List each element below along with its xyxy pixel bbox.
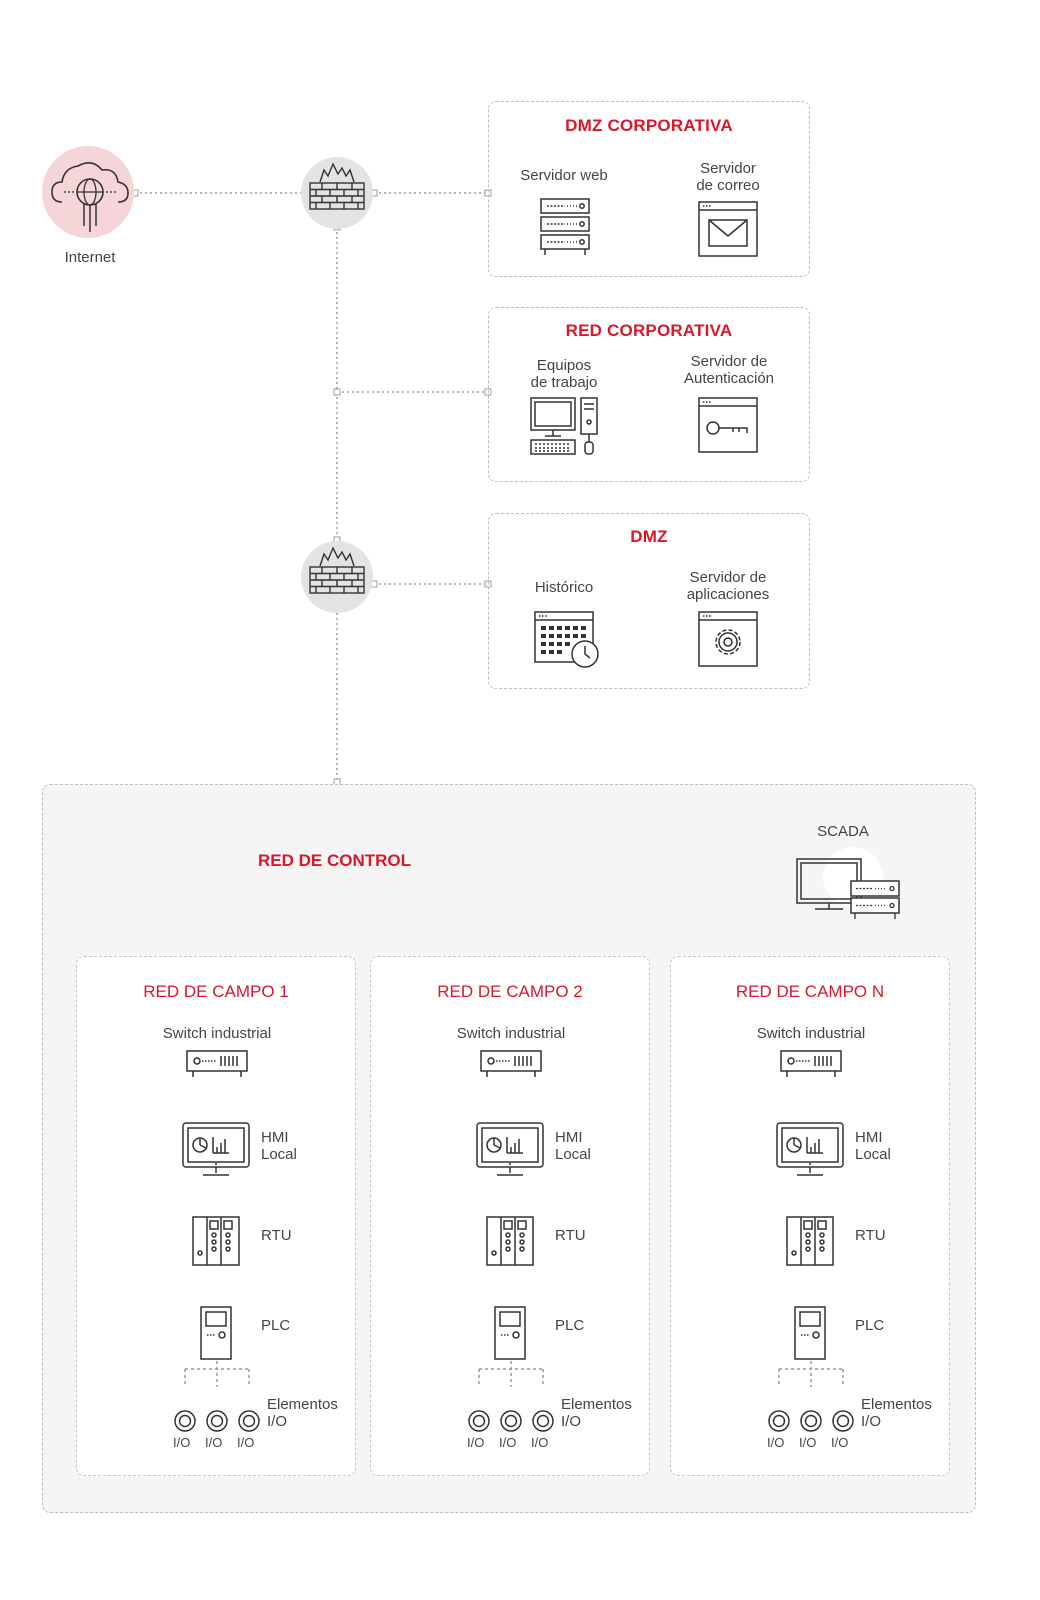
plc-controller-icon	[793, 1305, 829, 1366]
rtu-label: RTU	[261, 1227, 292, 1244]
internet-label: Internet	[64, 249, 116, 266]
switch-label: Switch industrial	[162, 1025, 272, 1042]
hmi-monitor-icon	[775, 1121, 845, 1184]
servidor-correo-label: Servidor de correo	[696, 160, 760, 194]
io-bus-lines	[478, 1361, 544, 1387]
io-elements-label: Elementos I/O	[561, 1396, 632, 1430]
hmi-monitor-icon	[181, 1121, 251, 1184]
io-label: I/O	[499, 1435, 517, 1450]
industrial-switch-icon	[479, 1049, 543, 1084]
field-network-title: RED DE CAMPO N	[735, 982, 885, 1001]
field-network-2: RED DE CAMPO 2 Switch industrial HMI Loc…	[370, 956, 650, 1476]
hmi-label: HMI Local	[855, 1129, 891, 1163]
plc-controller-icon	[199, 1305, 235, 1366]
firewall-icon	[300, 540, 374, 619]
server-rack-icon	[539, 196, 591, 263]
field-network-3: RED DE CAMPO N Switch industrial HMI Loc…	[670, 956, 950, 1476]
scada-label: SCADA	[817, 823, 869, 840]
mail-server-icon	[697, 200, 759, 263]
dmz-corporativa-zone: DMZ CORPORATIVA Servidor web Servidor de…	[488, 101, 810, 277]
io-elements-label: Elementos I/O	[267, 1396, 338, 1430]
plc-label: PLC	[855, 1317, 885, 1334]
servidor-web-label: Servidor web	[520, 167, 608, 184]
hmi-label: HMI Local	[261, 1129, 297, 1163]
historian-calendar-icon	[533, 610, 603, 675]
servidor-autenticacion-label: Servidor de Autenticación	[683, 353, 775, 387]
io-label: I/O	[531, 1435, 549, 1450]
rtu-rack-icon	[785, 1215, 835, 1272]
io-label: I/O	[767, 1435, 785, 1450]
rtu-label: RTU	[555, 1227, 586, 1244]
zone-title: RED CORPORATIVA	[565, 321, 733, 340]
plc-label: PLC	[555, 1317, 585, 1334]
io-label: I/O	[173, 1435, 191, 1450]
field-network-title: RED DE CAMPO 2	[437, 982, 583, 1001]
industrial-switch-icon	[185, 1049, 249, 1084]
hmi-label: HMI Local	[555, 1129, 591, 1163]
io-elements-label: Elementos I/O	[861, 1396, 932, 1430]
industrial-switch-icon	[779, 1049, 843, 1084]
io-bus-lines	[778, 1361, 844, 1387]
plc-controller-icon	[493, 1305, 529, 1366]
io-label: I/O	[831, 1435, 849, 1450]
switch-label: Switch industrial	[456, 1025, 566, 1042]
scada-workstation-icon	[795, 845, 907, 926]
io-label: I/O	[467, 1435, 485, 1450]
workstation-icon	[527, 396, 603, 465]
servidor-aplicaciones-label: Servidor de aplicaciones	[686, 569, 770, 603]
rtu-rack-icon	[191, 1215, 241, 1272]
io-elements	[467, 1409, 557, 1438]
zone-title: DMZ	[630, 527, 668, 546]
firewall-icon	[300, 156, 374, 235]
io-label: I/O	[799, 1435, 817, 1450]
io-bus-lines	[184, 1361, 250, 1387]
rtu-rack-icon	[485, 1215, 535, 1272]
switch-label: Switch industrial	[756, 1025, 866, 1042]
field-network-title: RED DE CAMPO 1	[143, 982, 289, 1001]
zone-title: DMZ CORPORATIVA	[565, 116, 733, 135]
io-elements	[173, 1409, 263, 1438]
red-corporativa-zone: RED CORPORATIVA Equipos de trabajo Servi…	[488, 307, 810, 482]
auth-key-server-icon	[697, 396, 759, 459]
zone-title: RED DE CONTROL	[258, 851, 411, 870]
internet-cloud-icon	[42, 146, 138, 247]
io-label: I/O	[237, 1435, 255, 1450]
application-server-gear-icon	[697, 610, 759, 673]
io-label: I/O	[205, 1435, 223, 1450]
equipos-trabajo-label: Equipos de trabajo	[530, 357, 598, 391]
io-elements	[767, 1409, 857, 1438]
field-network-1: RED DE CAMPO 1 Switch industrial HMI Loc…	[76, 956, 356, 1476]
dmz-zone: DMZ Histórico Servidor de aplicaciones	[488, 513, 810, 689]
plc-label: PLC	[261, 1317, 291, 1334]
rtu-label: RTU	[855, 1227, 886, 1244]
historico-label: Histórico	[534, 579, 594, 596]
hmi-monitor-icon	[475, 1121, 545, 1184]
